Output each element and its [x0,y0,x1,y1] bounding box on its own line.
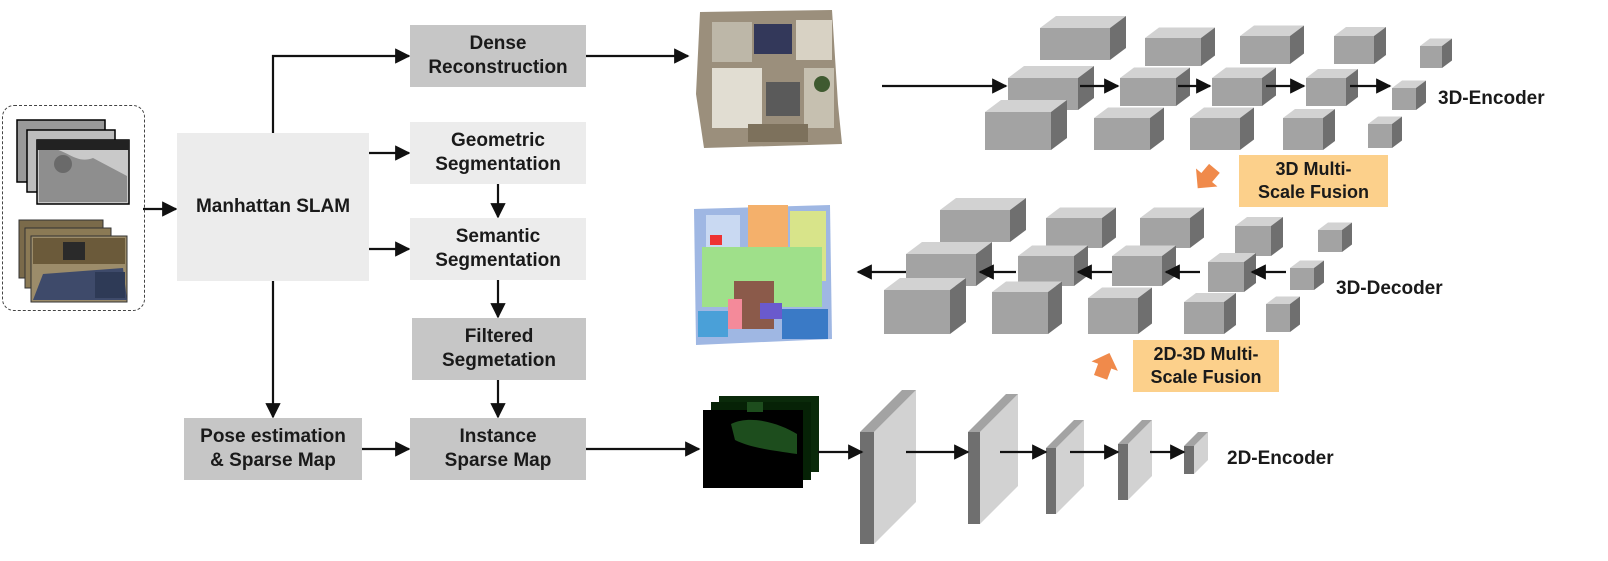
decoder3d-block-5c [1266,296,1300,332]
encoder3d-block-5a [1420,38,1452,68]
encoder3d-block-4a [1334,27,1386,64]
encoder3d-block-5c [1368,116,1402,148]
encoder3d-block-3a [1240,25,1304,64]
encoder3d-block-2a [1145,27,1215,66]
encoder3d-block-1a [1040,16,1126,60]
instance-map-image [703,396,819,488]
pose-estimation-label: Pose estimation & Sparse Map [200,426,346,471]
encoder3d-block-1c [985,100,1067,150]
decoder3d-block-3c [1088,287,1152,334]
decoder3d-block-2a [1046,207,1116,248]
semantic-map-image [694,205,832,345]
encoder-3d-label: 3D-Encoder [1438,88,1545,109]
reconstruction-image [696,10,842,148]
encoder-2d-label: 2D-Encoder [1227,448,1334,469]
encoder2d-slab-4 [1118,420,1152,500]
encoder3d-block-4b [1306,69,1358,106]
fusion-2d3d-box: 2D-3D Multi- Scale Fusion [1133,340,1279,392]
dense-reconstruction-label: Dense Reconstruction [428,33,568,78]
filtered-segmentation-box: Filtered Segmetation [412,318,586,380]
fusion-2d3d-arrow-icon [1091,352,1118,380]
manhattan-slam-box: Manhattan SLAM [177,133,369,281]
arrow-slam-to-dense [271,48,411,133]
decoder3d-block-3b [1112,245,1176,286]
decoder3d-block-1c [884,278,966,334]
encoder2d-slab-3 [1046,420,1084,514]
geometric-segmentation-box: Geometric Segmentation [410,122,586,184]
manhattan-slam-label: Manhattan SLAM [195,196,351,217]
fusion-2d3d-label: 2D-3D Multi- Scale Fusion [1150,344,1262,387]
fusion-3d-arrow-icon [1195,163,1220,189]
semantic-segmentation-box: Semantic Segmentation [410,218,586,280]
encoder2d-slab-1 [860,390,916,544]
fusion-3d-box: 3D Multi- Scale Fusion [1239,155,1388,207]
filtered-segmentation-label: Filtered Segmetation [441,326,557,371]
pose-estimation-box: Pose estimation & Sparse Map [184,418,362,480]
encoder3d-block-2c [1094,107,1164,150]
dense-reconstruction-box: Dense Reconstruction [410,25,586,87]
encoder3d-block-5b [1392,80,1426,110]
rgb-frames-icon [18,219,128,303]
instance-sparse-map-box: Instance Sparse Map [410,418,586,480]
decoder3d-block-2c [992,281,1062,334]
decoder-3d-label: 3D-Decoder [1336,278,1443,299]
decoder3d-block-2b [1018,245,1088,286]
instance-sparse-map-label: Instance Sparse Map [444,426,552,471]
geometric-segmentation-label: Geometric Segmentation [435,130,561,175]
fusion-3d-label: 3D Multi- Scale Fusion [1257,159,1370,202]
encoder2d-slab-2 [968,394,1018,524]
encoder3d-block-3c [1190,107,1254,150]
semantic-segmentation-label: Semantic Segmentation [435,226,561,271]
decoder3d-block-5b [1290,260,1324,290]
decoder3d-block-4b [1208,253,1256,292]
input-frames-group [2,105,145,311]
decoder3d-block-5a [1318,222,1352,252]
decoder3d-block-3a [1140,207,1204,248]
depth-frames-icon [16,119,130,205]
decoder3d-block-1a [940,198,1026,242]
decoder3d-block-4c [1184,293,1236,334]
encoder3d-block-4c [1283,109,1335,150]
encoder2d-slab-5 [1184,432,1208,474]
decoder3d-block-4a [1235,217,1283,256]
